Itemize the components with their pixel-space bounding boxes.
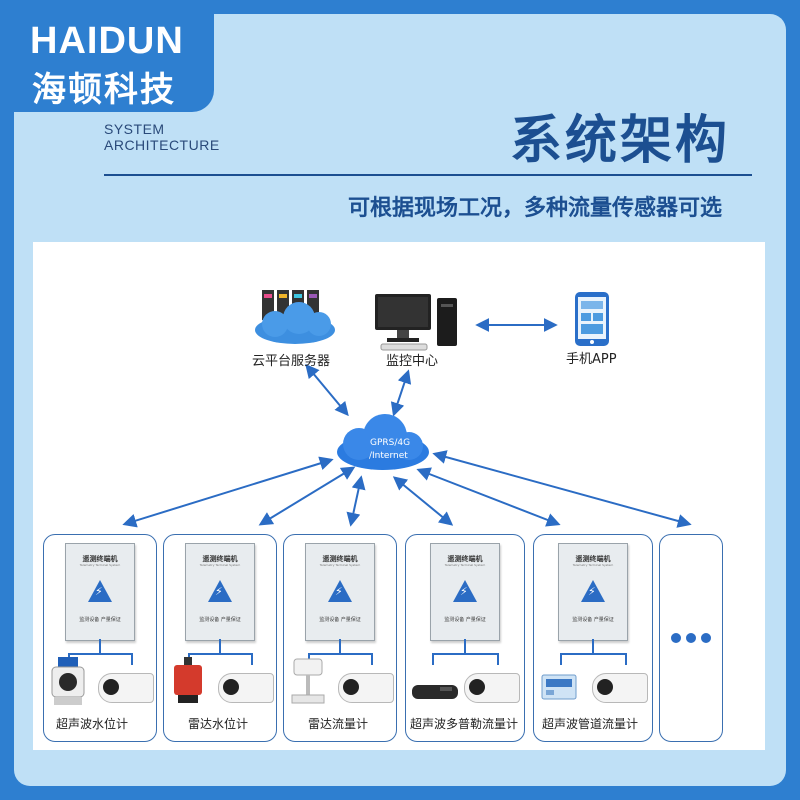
- camera-icon: [592, 673, 648, 703]
- arrow-network-station3: [346, 475, 366, 527]
- camera-icon: [338, 673, 394, 703]
- camera-icon: [98, 673, 154, 703]
- cable: [560, 653, 626, 655]
- station-radar-flow: 遥测终端机 Telemetry Terminal System 监测设备 产量保…: [283, 534, 397, 742]
- arrow-network-more: [432, 450, 692, 528]
- cable: [560, 653, 562, 665]
- station-label: 雷达流量计: [308, 717, 369, 731]
- cabinet-subtitle: Telemetry Terminal System: [319, 563, 361, 567]
- cable: [432, 653, 434, 665]
- cable: [99, 639, 101, 653]
- cabinet-footer: 监测设备 产量保证: [79, 617, 121, 623]
- network-cloud-icon: [337, 414, 429, 470]
- camera-icon: [218, 673, 274, 703]
- cabinet-footer: 监测设备 产量保证: [319, 617, 361, 623]
- cabinet-title: 遥测终端机: [202, 555, 238, 563]
- node-label-monitor: 监控中心: [386, 354, 439, 369]
- ultrasonic-level-sensor-icon: [51, 657, 85, 705]
- station-pipe-flow: 遥测终端机 Telemetry Terminal System 监测设备 产量保…: [533, 534, 653, 742]
- cable: [251, 653, 253, 665]
- station-ultrasonic-level: 遥测终端机 Telemetry Terminal System 监测设备 产量保…: [43, 534, 157, 742]
- architecture-diagram: 云平台服务器 监控中心 手机APP: [33, 242, 765, 750]
- high-voltage-warning-icon: [328, 580, 352, 602]
- station-label: 超声波水位计: [56, 717, 129, 731]
- cabinet-title: 遥测终端机: [447, 555, 483, 563]
- title-divider: [104, 174, 752, 176]
- arrow-network-station2: [258, 466, 356, 526]
- telemetry-cabinet: 遥测终端机 Telemetry Terminal System 监测设备 产量保…: [305, 543, 375, 641]
- cabinet-footer: 监测设备 产量保证: [199, 617, 241, 623]
- arrow-network-station4: [392, 476, 454, 526]
- cable: [219, 639, 221, 653]
- cable: [339, 639, 341, 653]
- cabinet-title: 遥测终端机: [575, 555, 611, 563]
- station-doppler-flow: 遥测终端机 Telemetry Terminal System 监测设备 产量保…: [405, 534, 525, 742]
- cable: [371, 653, 373, 665]
- section-en-line1: SYSTEM: [104, 121, 165, 137]
- radar-flow-sensor-icon: [291, 658, 325, 704]
- page-title: 系统架构: [509, 111, 730, 171]
- brand-name-en: HAIDUN: [30, 20, 184, 62]
- node-label-server: 云平台服务器: [252, 354, 331, 369]
- cable: [464, 639, 466, 653]
- network-label-line1: GPRS/4G: [370, 438, 411, 448]
- ellipsis-icon: [671, 633, 713, 645]
- camera-icon: [464, 673, 520, 703]
- mobile-phone-icon: [575, 292, 609, 346]
- doppler-flow-sensor-icon: [412, 685, 458, 699]
- cabinet-title: 遥测终端机: [322, 555, 358, 563]
- cable: [188, 653, 252, 655]
- cable: [68, 653, 132, 655]
- network-label-line2: /Internet: [369, 451, 408, 461]
- station-label: 雷达水位计: [188, 717, 249, 731]
- arrow-monitor-network: [390, 369, 412, 417]
- station-radar-level: 遥测终端机 Telemetry Terminal System 监测设备 产量保…: [163, 534, 277, 742]
- cabinet-footer: 监测设备 产量保证: [572, 617, 614, 623]
- pipe-flow-sensor-icon: [541, 674, 577, 700]
- telemetry-cabinet: 遥测终端机 Telemetry Terminal System 监测设备 产量保…: [430, 543, 500, 641]
- cable: [625, 653, 627, 665]
- cable: [432, 653, 498, 655]
- brand-name-cn: 海顿科技: [32, 70, 176, 110]
- telemetry-cabinet: 遥测终端机 Telemetry Terminal System 监测设备 产量保…: [185, 543, 255, 641]
- cabinet-title: 遥测终端机: [82, 555, 118, 563]
- cabinet-subtitle: Telemetry Terminal System: [444, 563, 486, 567]
- radar-level-sensor-icon: [174, 657, 202, 703]
- cable: [308, 653, 372, 655]
- cabinet-subtitle: Telemetry Terminal System: [79, 563, 121, 567]
- station-label: 超声波多普勒流量计: [410, 717, 519, 731]
- section-en-line2: ARCHITECTURE: [104, 137, 220, 153]
- cloud-server-icon: [255, 290, 335, 344]
- connection-arrows: [122, 318, 692, 528]
- telemetry-cabinet: 遥测终端机 Telemetry Terminal System 监测设备 产量保…: [65, 543, 135, 641]
- high-voltage-warning-icon: [581, 580, 605, 602]
- station-label: 超声波管道流量计: [542, 717, 639, 731]
- cabinet-subtitle: Telemetry Terminal System: [199, 563, 241, 567]
- cable: [592, 639, 594, 653]
- computer-monitor-icon: [375, 294, 457, 351]
- telemetry-cabinet: 遥测终端机 Telemetry Terminal System 监测设备 产量保…: [558, 543, 628, 641]
- cabinet-subtitle: Telemetry Terminal System: [572, 563, 614, 567]
- arrow-server-network: [305, 363, 349, 417]
- high-voltage-warning-icon: [208, 580, 232, 602]
- node-label-app: 手机APP: [566, 352, 617, 367]
- page-subtitle: 可根据现场工况，多种流量传感器可选: [347, 196, 722, 221]
- high-voltage-warning-icon: [88, 580, 112, 602]
- cabinet-footer: 监测设备 产量保证: [444, 617, 486, 623]
- high-voltage-warning-icon: [453, 580, 477, 602]
- brand-logo: HAIDUN 海顿科技: [14, 14, 214, 112]
- arrow-network-station1: [122, 456, 334, 528]
- cable: [131, 653, 133, 665]
- station-more: [659, 534, 723, 742]
- cable: [497, 653, 499, 665]
